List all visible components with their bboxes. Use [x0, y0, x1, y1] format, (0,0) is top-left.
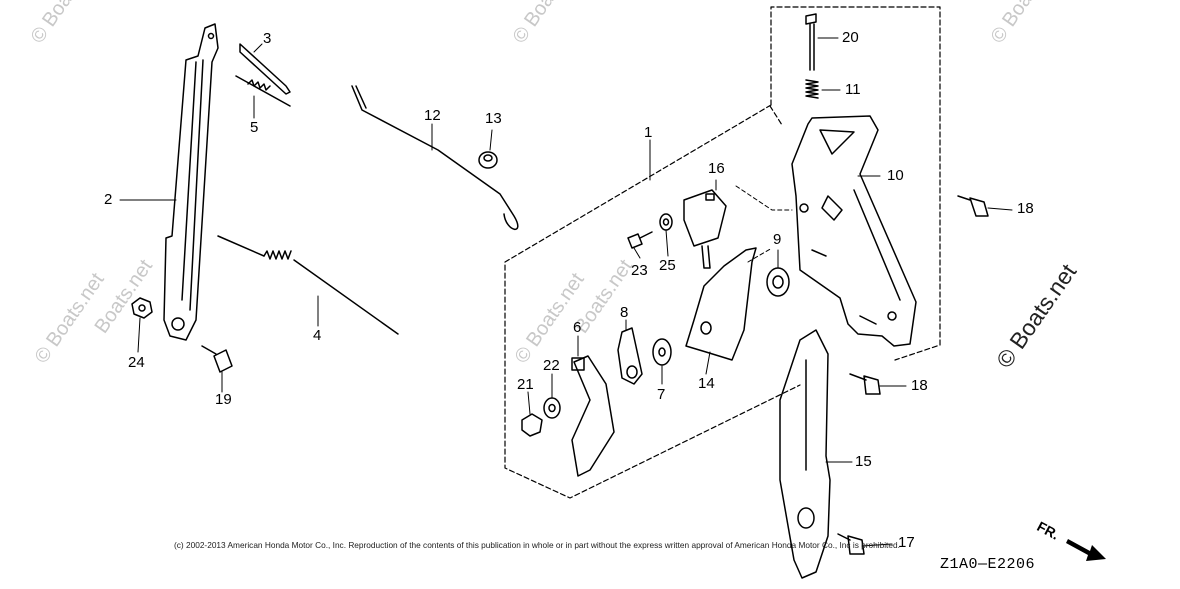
part-19-bolt: [201, 345, 233, 373]
part-label-21: 21: [517, 376, 534, 393]
part-label-18-lower: 18: [911, 377, 928, 394]
part-16-switch: [683, 189, 727, 269]
part-11-spring: [805, 79, 819, 99]
part-label-19: 19: [215, 391, 232, 408]
part-label-24: 24: [128, 354, 145, 371]
direction-arrow-icon: [1066, 539, 1106, 561]
part-label-13: 13: [485, 110, 502, 127]
assembly-boundary: [504, 6, 941, 499]
part-10-bracket: [791, 115, 917, 347]
part-label-6: 6: [573, 319, 582, 336]
part-24-nut: [131, 297, 153, 319]
part-23-bolt: [627, 231, 653, 249]
dashed-leaders: [735, 185, 793, 263]
part-label-9: 9: [773, 231, 782, 248]
part-label-16: 16: [708, 160, 725, 177]
part-6-lever-arm: [571, 355, 615, 477]
part-22-washer: [543, 397, 561, 419]
part-label-23: 23: [631, 262, 648, 279]
part-21-nut: [521, 413, 543, 437]
part-label-12: 12: [424, 107, 441, 124]
part-label-11: 11: [845, 81, 861, 98]
part-13-grommet: [478, 151, 498, 169]
part-5-spring: [235, 75, 291, 107]
part-12-wire: [351, 85, 519, 230]
part-25-washer: [659, 213, 673, 231]
part-20-screw: [805, 13, 817, 71]
part-9-bushing: [766, 267, 790, 297]
part-label-20: 20: [842, 29, 859, 46]
part-label-22: 22: [543, 357, 560, 374]
part-7-washer: [652, 338, 672, 366]
part-label-7: 7: [657, 386, 666, 403]
copyright-notice: (c) 2002-2013 American Honda Motor Co., …: [174, 540, 900, 550]
part-label-2: 2: [104, 191, 113, 208]
part-8-lever: [617, 327, 643, 385]
part-label-18-upper: 18: [1017, 200, 1034, 217]
part-label-15: 15: [855, 453, 872, 470]
diagram-code: Z1A0—E2206: [940, 556, 1036, 573]
part-15-long-lever: [779, 329, 831, 579]
part-label-10: 10: [887, 167, 904, 184]
part-18-bolt-a: [957, 195, 989, 217]
part-label-8: 8: [620, 304, 629, 321]
part-3-spring: [239, 43, 291, 95]
part-label-5: 5: [250, 119, 259, 136]
part-18-bolt-b: [849, 373, 881, 395]
part-label-4: 4: [313, 327, 322, 344]
part-14-lever-plate: [685, 247, 757, 361]
part-17-bolt: [837, 533, 865, 555]
part-label-17: 17: [898, 534, 915, 551]
part-label-14: 14: [698, 375, 715, 392]
part-label-1: 1: [644, 124, 653, 141]
part-4-cable: [217, 235, 399, 335]
part-2-control-rod: [163, 23, 219, 341]
part-label-3: 3: [263, 30, 272, 47]
part-label-25: 25: [659, 257, 676, 274]
leader-lines: [119, 37, 1013, 547]
